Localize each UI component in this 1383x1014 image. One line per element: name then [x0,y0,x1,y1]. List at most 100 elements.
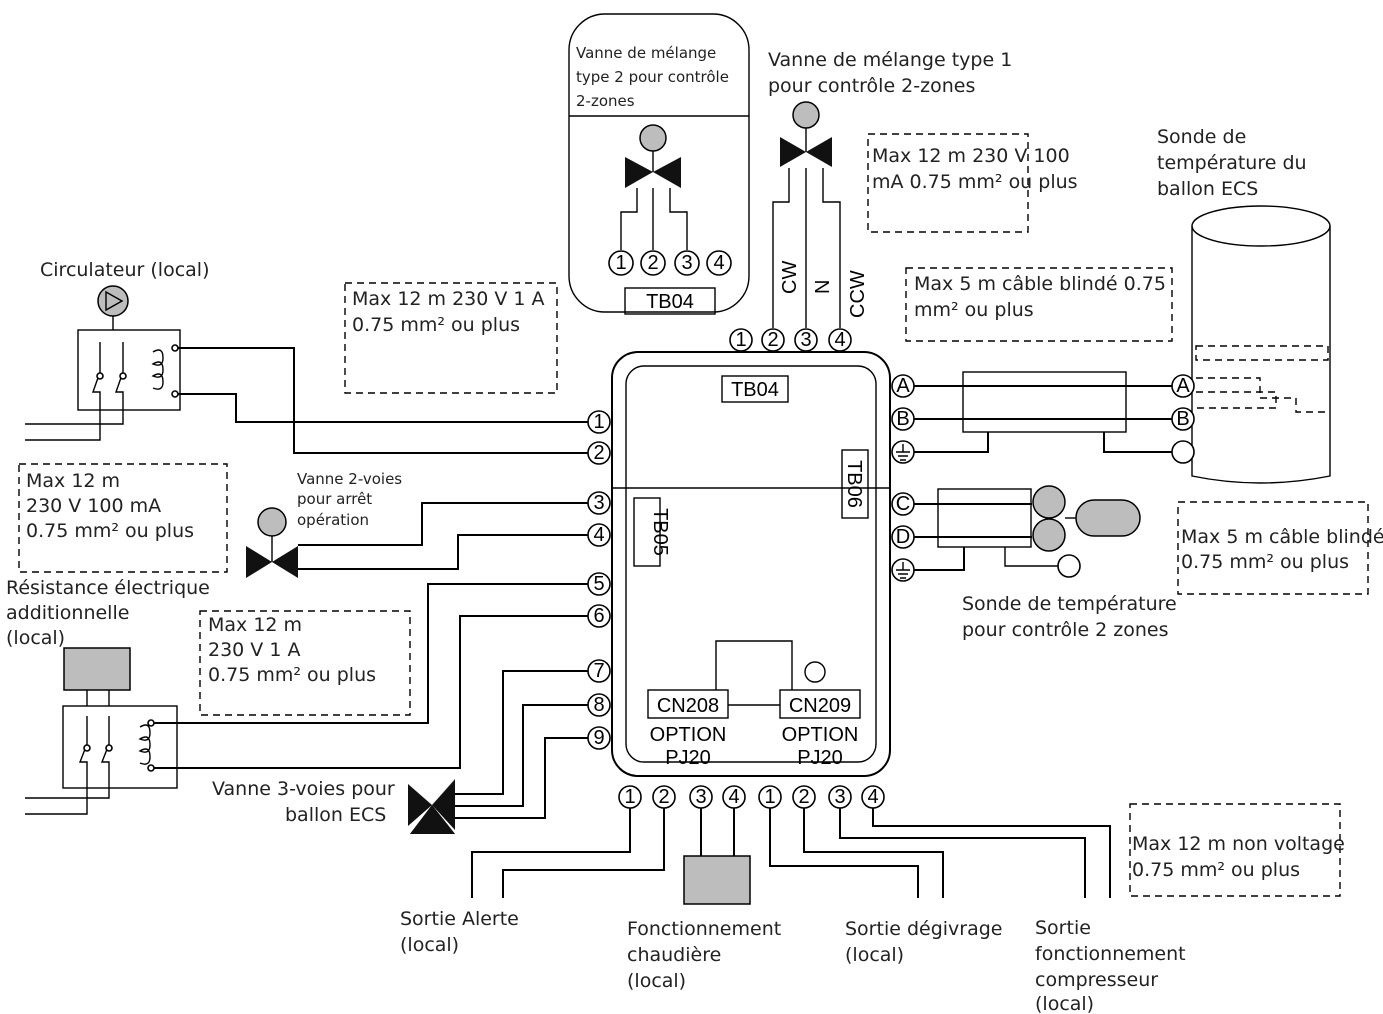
vanne2voies-valve-icon [246,546,298,578]
left-terminal-block: 1 2 3 4 5 6 7 8 9 [587,410,611,750]
bottom-terminal-3a: 3 [695,786,706,808]
cn209-pj20: PJ20 [797,747,843,769]
sensor-probe [1075,499,1141,537]
cn208-option: OPTION [650,724,727,746]
left-terminal-3: 3 [593,492,604,514]
vanne2voies-actuator [257,507,287,537]
wire-cw: CW [779,261,801,294]
left-terminal-2: 2 [593,442,604,464]
left-terminal-8: 8 [593,694,604,716]
pump-icon [97,285,129,317]
spec-box-zones [1177,501,1369,595]
left-terminal-1: 1 [593,411,604,433]
top-terminal-block: 1 2 3 4 [729,328,852,352]
tb05-label: TB05 [649,508,671,556]
cn-loop-wire [715,640,793,690]
top-terminal-1: 1 [735,329,746,351]
left-terminal-9: 9 [593,727,604,749]
inset-terminals: 1 2 3 4 [608,250,732,276]
spec-box-v2 [18,463,228,573]
spec-ecs: Max 5 m câble blindé 0.75 mm² ou plus [914,273,1172,321]
vanne-type1-valve-icon [780,137,832,167]
wire-n: N [812,280,834,294]
svg-text:1: 1 [615,252,626,274]
vanne-type1-actuator [792,101,820,129]
right-terminal-block: A B C D [891,374,915,582]
top-terminal-4: 4 [834,329,845,351]
spec-box-ecs [905,267,1173,342]
left-terminal-6: 6 [593,605,604,627]
spec-circ: Max 12 m 230 V 1 A 0.75 mm² ou plus [352,288,551,336]
spec-zones: Max 5 m câble blindé 0.75 mm² ou plus [1181,526,1383,573]
controller-board-outer [611,351,891,777]
left-terminal-5: 5 [593,573,604,595]
sensor-bulb-2 [1032,518,1066,552]
cn208-box [647,689,729,719]
left-terminal-7: 7 [593,660,604,682]
vanne-type2-label: Vanne de mélange type 2 pour contrôle 2-… [576,44,734,110]
top-terminal-2: 2 [767,329,778,351]
right-terminal-d: D [896,526,910,548]
zones-cable-box [937,488,1032,548]
cn209-box [779,689,861,719]
ecs-sensor-wires [1195,345,1329,413]
chaudiere-block [683,855,751,905]
spec-res: Max 12 m 230 V 1 A 0.75 mm² ou plus [208,614,376,686]
bottom-terminal-4a: 4 [728,786,739,808]
cn208-pj20: PJ20 [665,747,711,769]
vanne-type2-actuator [639,124,667,152]
spec-v2: Max 12 m 230 V 100 mA 0.75 mm² ou plus [26,470,194,542]
vanne-type1-label: Vanne de mélange type 1 pour contrôle 2-… [768,49,1018,97]
spec-box-vanne1 [867,133,1029,233]
spec-box-nonvolt [1129,803,1341,897]
cn209-option: OPTION [782,724,859,746]
bottom-terminal-2a: 2 [658,786,669,808]
bottom-terminal-2b: 2 [798,786,809,808]
cn209-led [804,661,826,683]
ecs-cable-box [962,371,1127,433]
right-terminal-b: B [896,408,909,430]
bottom-terminal-3b: 3 [834,786,845,808]
tank-terminals: A B [1171,374,1195,464]
tb04-main-label: TB04 [731,379,779,401]
chaudiere-label: Fonctionnement chaudière (local) [627,918,787,992]
tb05-box [633,497,661,567]
right-terminal-a: A [896,375,910,397]
cn209-label: CN209 [789,695,851,717]
sonde-ecs-label: Sonde de température du ballon ECS [1157,126,1313,200]
sonde-2zones-label: Sonde de température pour contrôle 2 zon… [962,593,1183,641]
svg-text:B: B [1176,408,1189,430]
relay-coil-icon [151,349,164,390]
sortie-alerte-label: Sortie Alerte (local) [400,908,525,956]
resistance-heater [63,647,131,691]
wire-ccw: CCW [847,270,869,318]
left-terminal-4: 4 [593,524,604,546]
spec-box-circ [344,282,558,394]
sensor-bulb-1 [1032,485,1066,519]
tb04-main-box [721,375,789,403]
bottom-terminal-4b: 4 [867,786,878,808]
vanne-type2-valve-icon [625,157,681,188]
circulateur-relay-box [77,329,181,411]
resistance-relay-box [62,705,178,789]
vanne-type2-inset [568,13,750,313]
svg-text:3: 3 [681,252,692,274]
relay-coil-icon-2 [138,724,151,765]
tb04-inset-label: TB04 [646,291,694,313]
spec-vanne1: Max 12 m 230 V 100 mA 0.75 mm² ou plus [872,145,1078,193]
controller-board-inner [625,365,877,763]
degivrage-label: Sortie dégivrage (local) [845,918,1009,966]
vanne3voies-label: Vanne 3-voies pour ballon ECS [212,778,401,826]
tb06-label: TB06 [843,460,865,508]
right-terminal-c: C [896,493,910,515]
ecs-tank [1191,226,1331,484]
cn208-label: CN208 [657,695,719,717]
tb04-inset-box [624,287,716,315]
svg-text:A: A [1176,375,1190,397]
svg-text:2: 2 [647,252,658,274]
spec-nonvolt: Max 12 m non voltage 0.75 mm² ou plus [1132,833,1351,881]
circulateur-label: Circulateur (local) [40,259,209,281]
resistance-label: Résistance électrique additionnelle (loc… [6,577,216,649]
tb06-box [841,449,869,519]
